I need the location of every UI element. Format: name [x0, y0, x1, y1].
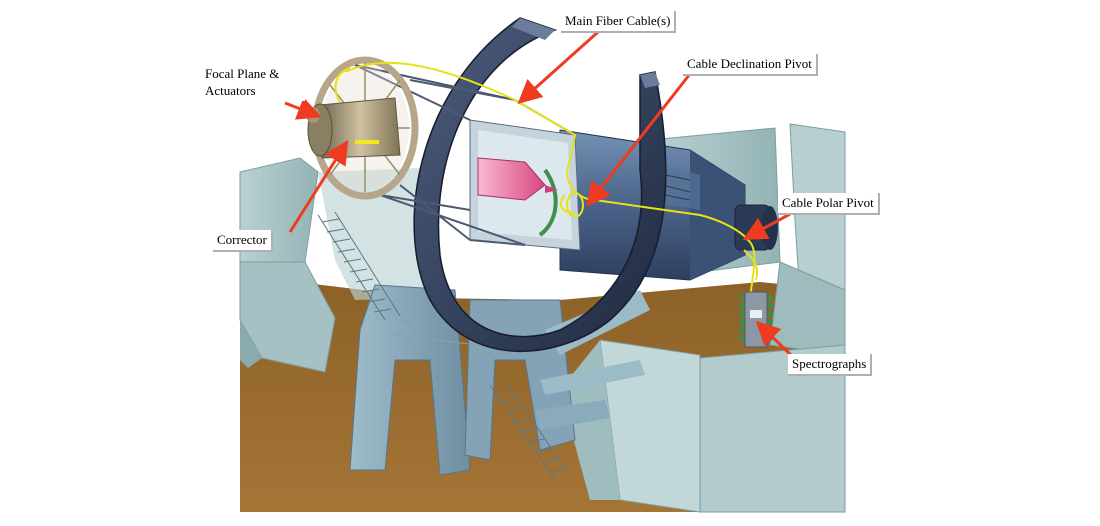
arrow-cable-polar-pivot [742, 212, 791, 240]
pink-instrument [477, 157, 546, 201]
declination-ring [413, 17, 667, 352]
label-focal-plane-line1: Focal Plane & [205, 66, 280, 81]
label-cable-polar-pivot-text: Cable Polar Pivot [782, 195, 874, 210]
callout-arrows [284, 30, 795, 359]
label-cable-declination-pivot: Cable Declination Pivot [683, 54, 818, 76]
label-cable-polar-pivot: Cable Polar Pivot [778, 193, 880, 215]
label-main-fiber-cable: Main Fiber Cable(s) [561, 11, 677, 33]
fiber-cable-path [334, 61, 758, 301]
arrow-cable-declination-pivot [586, 69, 695, 207]
label-corrector: Corrector [213, 230, 273, 252]
label-spectrographs: Spectrographs [788, 354, 873, 376]
arrow-spectrographs [755, 320, 795, 359]
label-focal-plane-actuators: Focal Plane & Actuators [201, 64, 305, 101]
dome-wall-back [318, 168, 430, 300]
label-focal-plane-line2: Actuators [205, 83, 256, 98]
arrow-corrector [288, 139, 349, 233]
stairs [317, 211, 571, 481]
arrow-main-fiber-cable [517, 30, 600, 105]
label-corrector-text: Corrector [217, 232, 267, 247]
label-main-fiber-cable-text: Main Fiber Cable(s) [565, 13, 671, 28]
arrow-focal-plane [284, 97, 322, 120]
corrector-barrel [306, 97, 401, 159]
center-section [469, 119, 581, 251]
label-cable-declination-pivot-text: Cable Declination Pivot [687, 56, 812, 71]
label-spectrographs-text: Spectrographs [792, 356, 867, 371]
scene [239, 17, 846, 513]
